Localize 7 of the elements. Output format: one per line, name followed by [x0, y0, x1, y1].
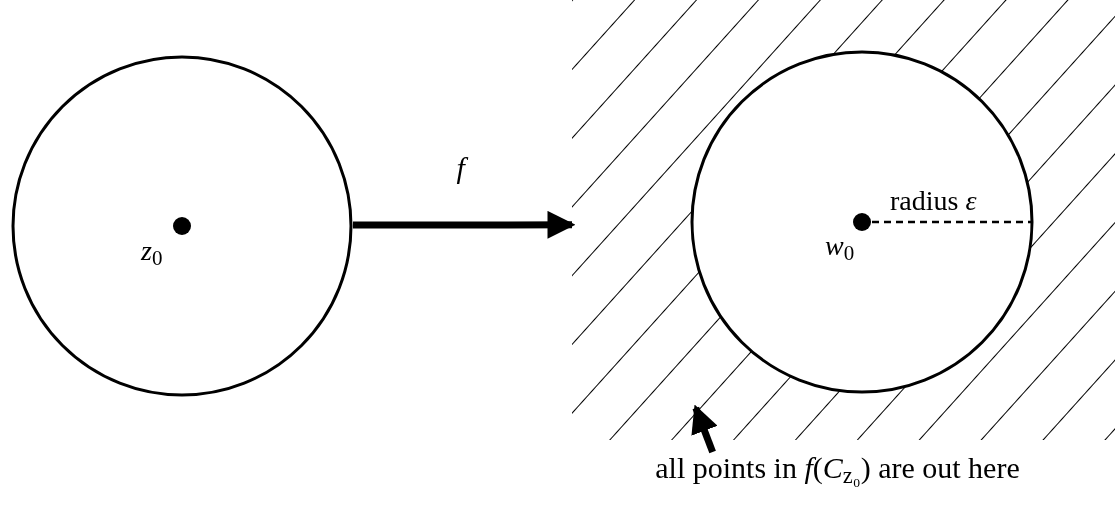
radius-label: radius ε: [890, 185, 977, 216]
image-disk: [690, 50, 1034, 394]
annotation-text: all points in f(C$_{z₀}$) are out here: [655, 449, 1020, 490]
point-label: w$_{0}$: [825, 230, 855, 261]
arrow: [691, 404, 718, 454]
point-label: z$_{0}$: [141, 235, 163, 266]
domain-disk: [11, 55, 353, 397]
